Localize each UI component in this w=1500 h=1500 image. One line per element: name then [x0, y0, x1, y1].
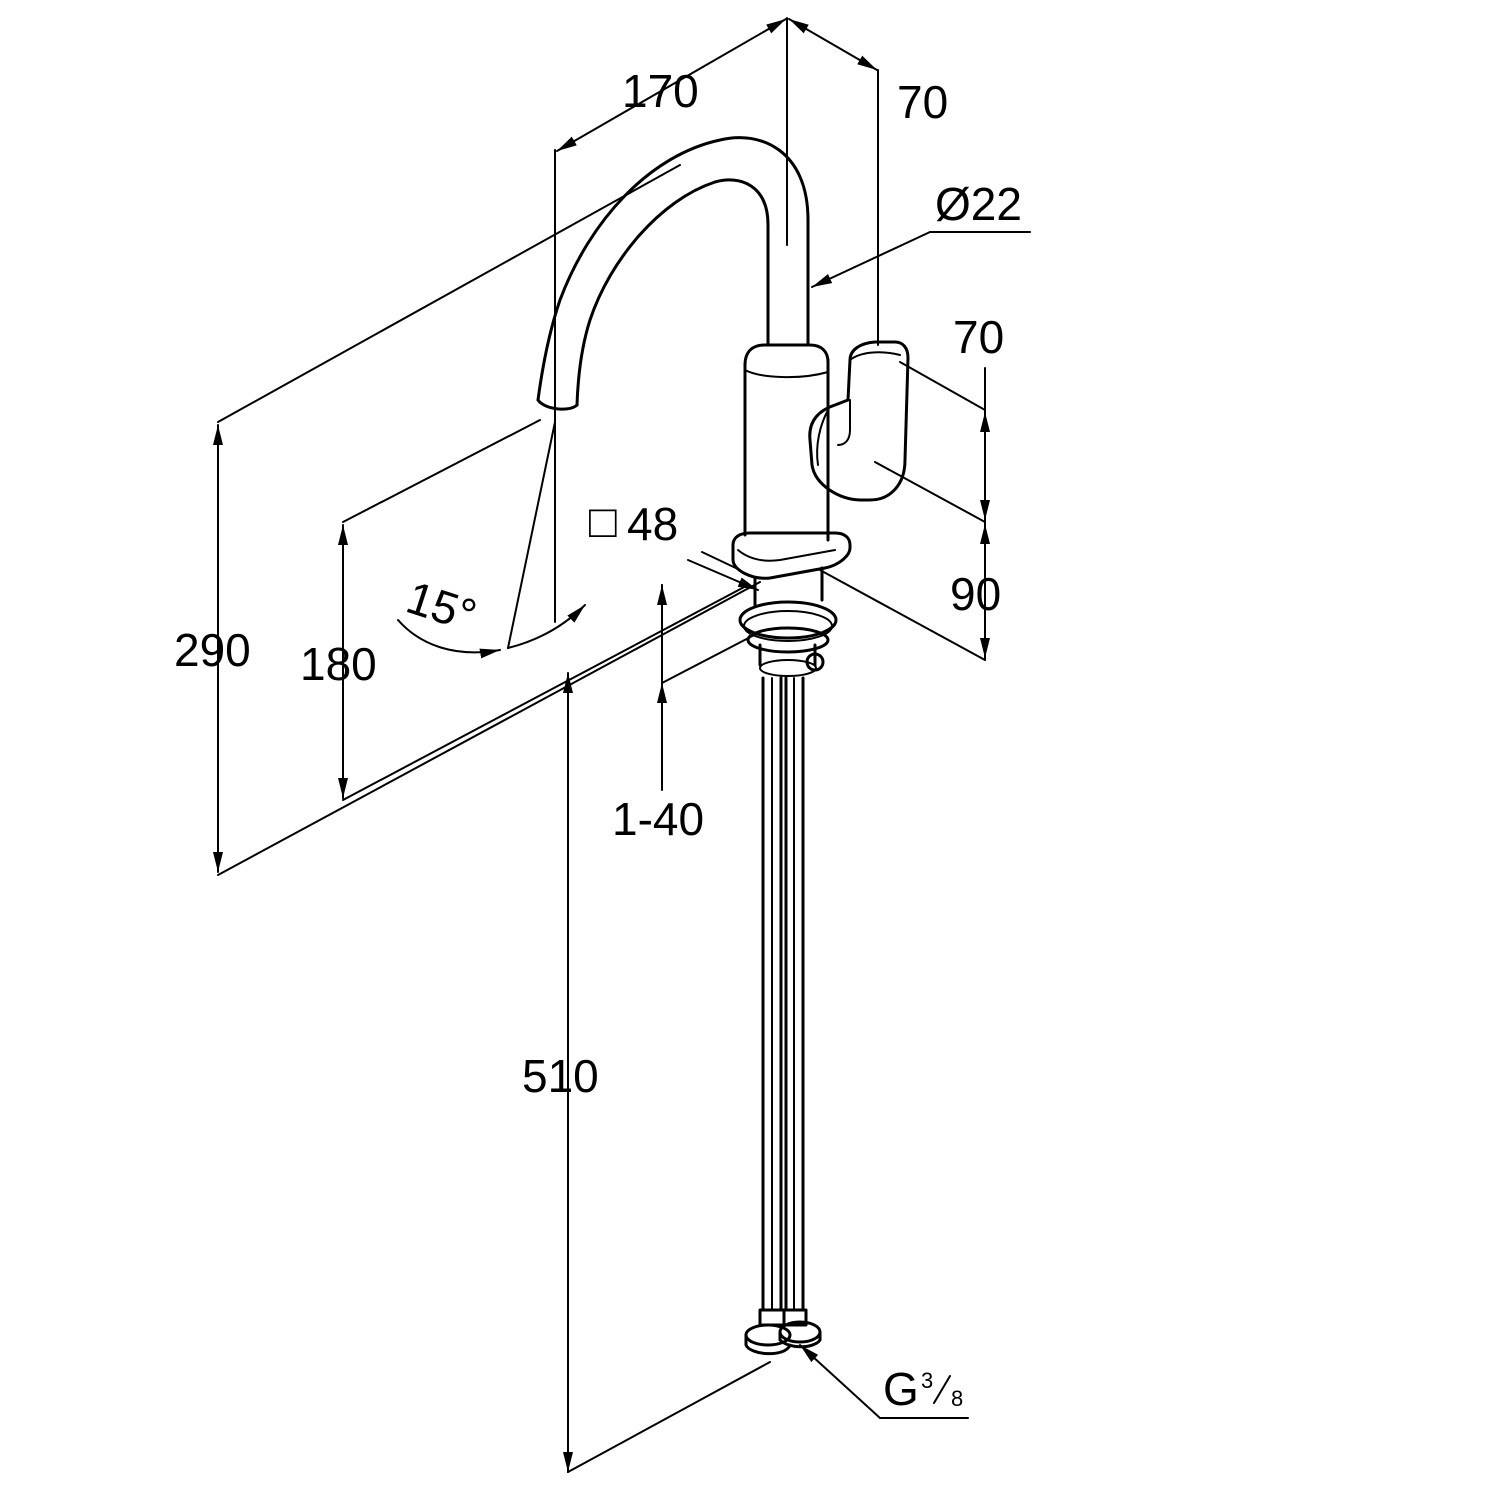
dim-connection-thread: G [883, 1363, 919, 1415]
dim-base-to-handle: 90 [950, 568, 1001, 620]
dim-deck-thickness: 1-40 [612, 793, 704, 845]
dim-spout-diameter: Ø22 [935, 178, 1022, 230]
dim-hose-length: 510 [522, 1050, 599, 1102]
dim-total-height: 290 [174, 624, 251, 676]
dimension-lines [213, 17, 1031, 1473]
dim-spout-reach: 170 [622, 65, 699, 117]
dimension-labels: 170 70 Ø22 70 90 □ 48 290 180 15° 1-40 5… [174, 65, 1022, 1415]
dim-spout-outlet-height: 180 [300, 638, 377, 690]
thread-fraction-denominator: 8 [951, 1386, 963, 1411]
dim-base-square: 48 [627, 498, 678, 550]
dim-handle-height: 70 [953, 311, 1004, 363]
dim-swivel-angle: 15° [401, 571, 483, 642]
thread-fraction-slash [933, 1375, 951, 1404]
thread-fraction-numerator: 3 [921, 1368, 933, 1393]
base-square-symbol: □ [589, 495, 617, 547]
faucet-outline [536, 136, 910, 1356]
dim-body-depth-top: 70 [897, 76, 948, 128]
